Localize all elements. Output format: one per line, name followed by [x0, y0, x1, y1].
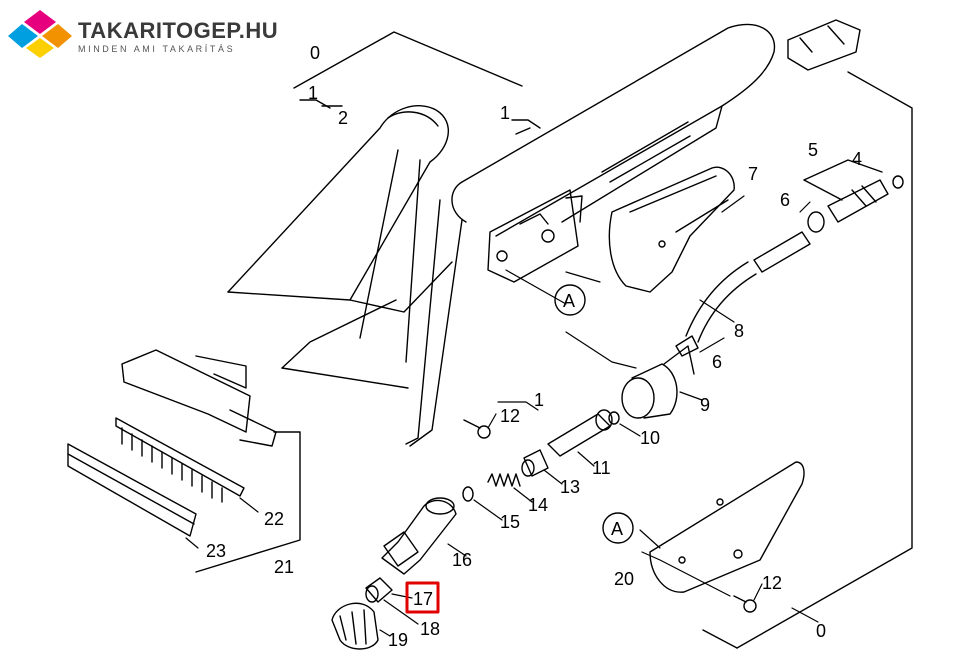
- callout-20: 20: [614, 569, 634, 589]
- part-10-o-ring: [608, 411, 620, 425]
- part-23-rubber-strip: [67, 443, 197, 537]
- brand-logo[interactable]: TAKARITOGEP.HU MINDEN AMI TAKARÍTÁS: [8, 8, 298, 58]
- callout-12-lower: 12: [762, 573, 782, 593]
- callout-1-lower: 1: [534, 390, 544, 410]
- part-21-brush-holder: [121, 349, 301, 573]
- part-20-side-cover: [649, 461, 805, 593]
- brand-name: TAKARITOGEP.HU: [78, 18, 279, 43]
- callout-7: 7: [748, 164, 758, 184]
- callout-18: 18: [420, 619, 440, 639]
- marker-a-circle-upper: [554, 284, 586, 316]
- logo-mark-icon: [8, 10, 72, 58]
- part-clip: [787, 19, 861, 71]
- marker-a-circle-lower: [602, 512, 634, 544]
- group-frame-0: [293, 31, 913, 649]
- part-18-insert: [365, 577, 393, 603]
- part-11-valve-stem: [547, 409, 613, 457]
- handle-mechanism: [487, 189, 583, 283]
- callout-6-upper: 6: [780, 190, 790, 210]
- part-15-ring: [462, 486, 474, 502]
- wand-tube: [451, 23, 776, 237]
- callout-9: 9: [700, 395, 710, 415]
- callout-14: 14: [528, 495, 548, 515]
- callout-5: 5: [808, 140, 818, 160]
- callout-1-mid: 1: [500, 103, 510, 123]
- callout-2: 2: [338, 108, 348, 128]
- callout-1-left: 1: [308, 83, 318, 103]
- part-12-screw-upper: [463, 419, 491, 439]
- callout-6-lower: 6: [712, 352, 722, 372]
- callout-labels: 0 1 2 1 7 5 4 6 A 8 6 9 12 1 10 11 13 14…: [206, 43, 862, 650]
- highlight-box: [405, 581, 440, 614]
- marker-a-lower: A: [611, 519, 623, 539]
- callout-17: 17: [413, 589, 433, 609]
- callout-0-top: 0: [310, 43, 320, 63]
- callout-19: 19: [388, 630, 408, 650]
- part-14-spring: [487, 473, 521, 487]
- callout-10: 10: [640, 428, 660, 448]
- part-8-hose: [675, 261, 757, 357]
- callout-4: 4: [852, 149, 862, 169]
- callout-21: 21: [274, 557, 294, 577]
- nozzle-head: [227, 105, 463, 447]
- part-12-screw-lower: [733, 595, 757, 613]
- bracket-1: [299, 99, 541, 135]
- part-7-trigger-cover: [608, 166, 735, 293]
- part-19-knurled-nut: [331, 602, 379, 650]
- callout-15: 15: [500, 512, 520, 532]
- part-16-elbow: [381, 497, 457, 575]
- callout-12-upper: 12: [500, 406, 520, 426]
- part-9-valve: [621, 345, 695, 419]
- callout-8: 8: [734, 321, 744, 341]
- callout-13: 13: [560, 477, 580, 497]
- part-22-brush: [115, 417, 245, 503]
- part-13-nut: [521, 449, 549, 477]
- marker-a-upper: A: [563, 291, 575, 311]
- part-5-coupling: [803, 159, 904, 223]
- brand-tagline: MINDEN AMI TAKARÍTÁS: [78, 44, 236, 54]
- part-6-ring: [753, 211, 825, 273]
- callout-22: 22: [264, 509, 284, 529]
- callout-23: 23: [206, 541, 226, 561]
- callout-0-bottom: 0: [816, 621, 826, 641]
- callout-16: 16: [452, 550, 472, 570]
- leader-lines: [185, 195, 819, 637]
- callout-11: 11: [592, 458, 611, 478]
